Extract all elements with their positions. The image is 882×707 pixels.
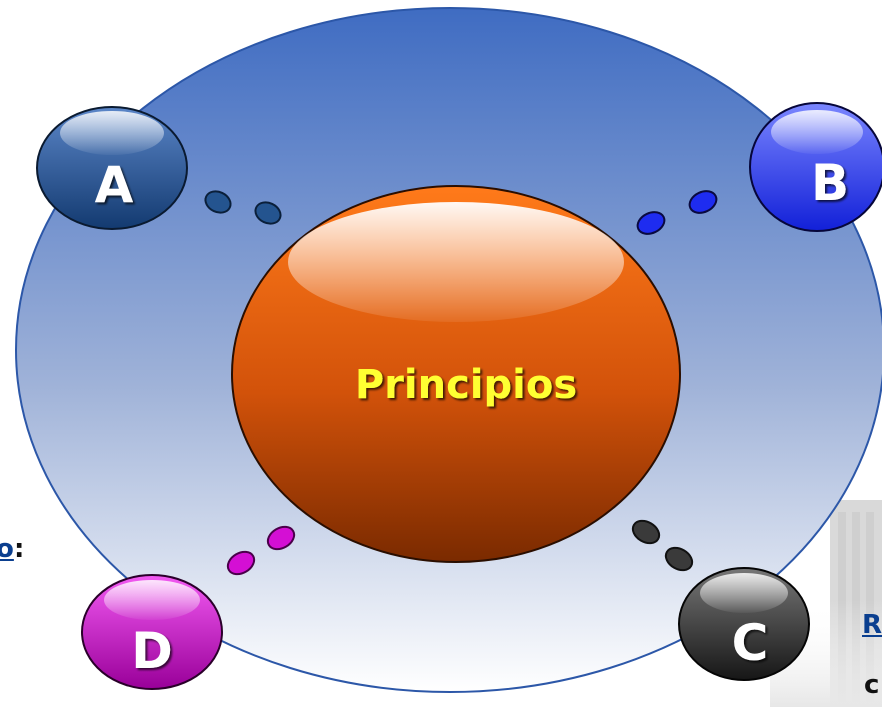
node-a: A bbox=[36, 106, 188, 230]
node-d: D bbox=[81, 574, 223, 690]
connector-b bbox=[636, 190, 718, 235]
left-link-fragment[interactable]: o bbox=[0, 534, 14, 564]
node-c-label: C bbox=[732, 614, 769, 672]
connector-a bbox=[204, 190, 282, 225]
right-link-fragment[interactable]: R bbox=[862, 610, 882, 640]
right-bottom-fragment: c bbox=[864, 670, 880, 700]
connector-c bbox=[631, 519, 694, 572]
node-d-label: D bbox=[131, 622, 173, 680]
node-c: C bbox=[678, 567, 810, 681]
node-a-label: A bbox=[95, 156, 134, 214]
connector-d bbox=[226, 525, 296, 576]
center-node: Principios bbox=[231, 185, 681, 563]
node-b-label: B bbox=[811, 154, 849, 212]
center-label: Principios bbox=[355, 362, 577, 408]
node-b: B bbox=[749, 102, 882, 232]
left-colon-fragment: : bbox=[14, 534, 25, 564]
